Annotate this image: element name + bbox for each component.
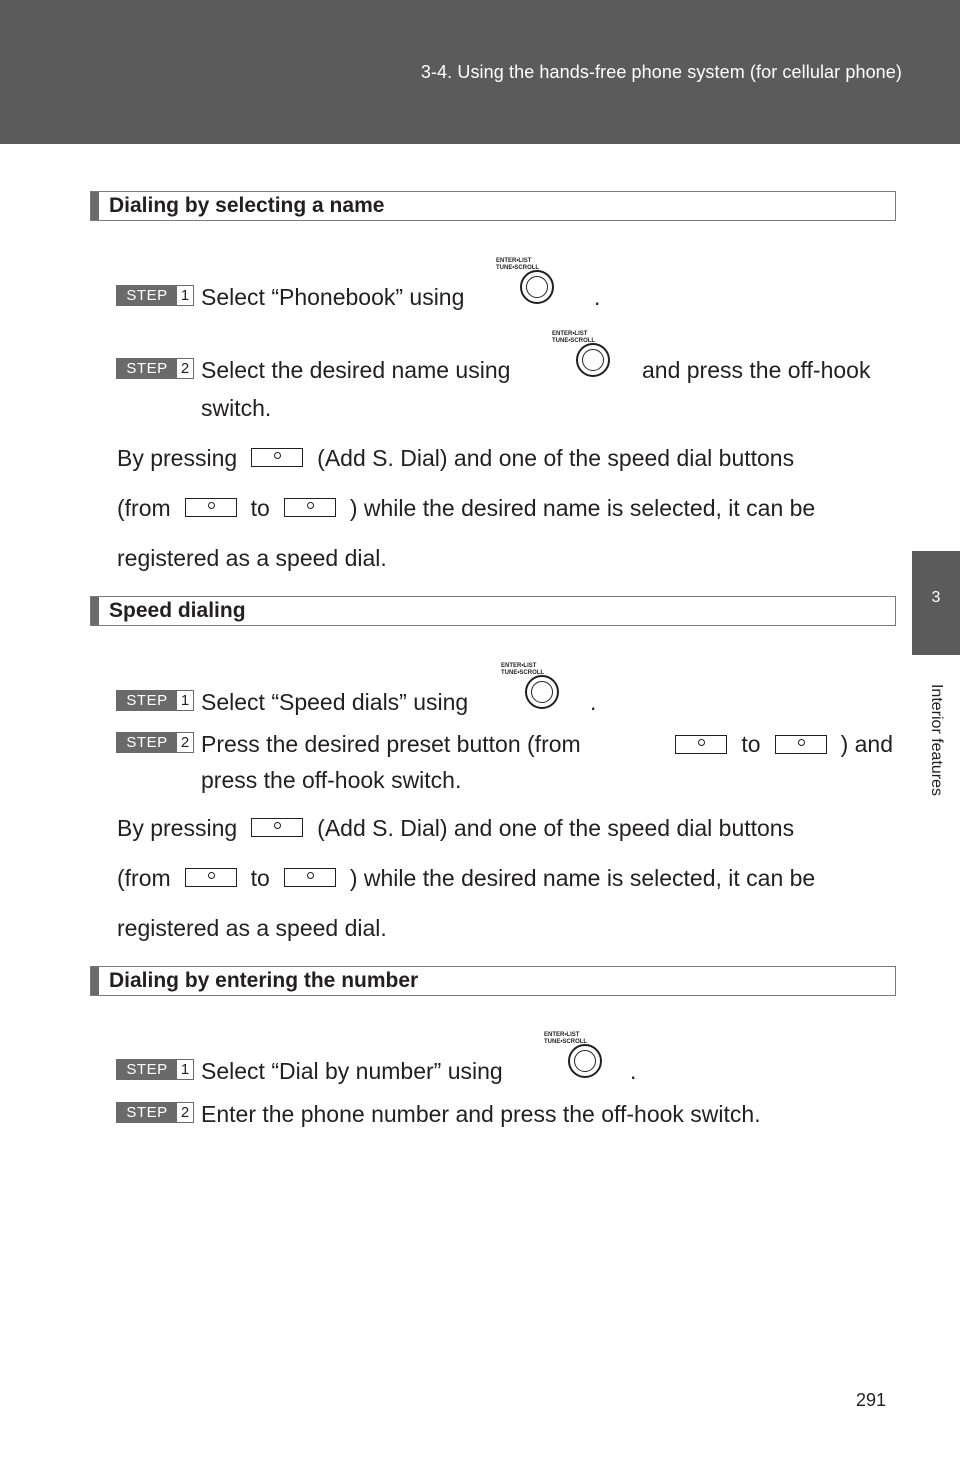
page-number: 291 <box>856 1390 887 1410</box>
step-number: 2 <box>177 359 193 378</box>
step-label: STEP <box>126 287 168 304</box>
step-text-continued: switch. <box>201 395 272 421</box>
step-number: 2 <box>177 1103 193 1122</box>
step-label: STEP <box>126 1061 168 1078</box>
step-text: Select “Phonebook” using <box>201 284 465 310</box>
note-paragraph: By pressing(Add S. Dial) and one of the … <box>117 445 816 571</box>
step-badge: STEP 1 <box>116 690 194 711</box>
step-label: STEP <box>126 360 168 377</box>
step-text: Enter the phone number and press the off… <box>201 1101 761 1127</box>
step-number: 1 <box>177 1060 193 1079</box>
step-text-end: . <box>590 689 597 715</box>
section-title: Speed dialing <box>109 599 246 622</box>
section-heading-dialing-by-name: Dialing by selecting a name <box>90 191 896 221</box>
preset-button-icon <box>184 498 237 517</box>
step-number: 1 <box>177 691 193 710</box>
preset-button-icon <box>283 868 336 887</box>
section-heading-speed-dialing: Speed dialing <box>90 596 896 626</box>
preset-button-icon <box>184 868 237 887</box>
preset-button-icon <box>675 734 728 754</box>
preset-button-icon <box>774 734 827 754</box>
header-title: 3-4. Using the hands-free phone system (… <box>420 62 902 82</box>
step-label: STEP <box>126 692 168 709</box>
preset-button-icon <box>251 448 304 467</box>
step-text-end: and press the off-hook <box>642 357 871 383</box>
step-badge: STEP 2 <box>116 732 194 753</box>
step-badge: STEP 2 <box>116 1102 194 1123</box>
page-header: 3-4. Using the hands-free phone system (… <box>0 0 960 144</box>
step-number: 1 <box>177 286 193 305</box>
step-badge: STEP 2 <box>116 358 194 379</box>
step-text-end: . <box>594 284 601 310</box>
step-label: STEP <box>126 1104 168 1121</box>
section-title: Dialing by entering the number <box>109 969 419 992</box>
step-text: Select the desired name using <box>201 357 511 383</box>
preset-button-icon <box>283 498 336 517</box>
step-number: 2 <box>177 733 193 752</box>
note-paragraph: By pressing(Add S. Dial) and one of the … <box>117 815 816 941</box>
chapter-label: Interior features <box>928 683 945 797</box>
step-badge: STEP 1 <box>116 1059 194 1080</box>
step-label: STEP <box>126 734 168 751</box>
step-text-continued: press the off-hook switch. <box>201 767 462 793</box>
step-text: Select “Speed dials” using <box>201 689 469 715</box>
section-title: Dialing by selecting a name <box>109 194 385 217</box>
section-heading-dialing-by-number: Dialing by entering the number <box>90 966 896 996</box>
chapter-number: 3 <box>931 589 941 606</box>
chapter-tab: 3 <box>912 551 960 655</box>
step-text-end: . <box>630 1058 637 1084</box>
step-text: Select “Dial by number” using <box>201 1058 503 1084</box>
preset-button-icon <box>251 818 304 837</box>
step-badge: STEP 1 <box>116 285 194 306</box>
step-text-row: Press the desired preset button (from to… <box>201 731 893 757</box>
